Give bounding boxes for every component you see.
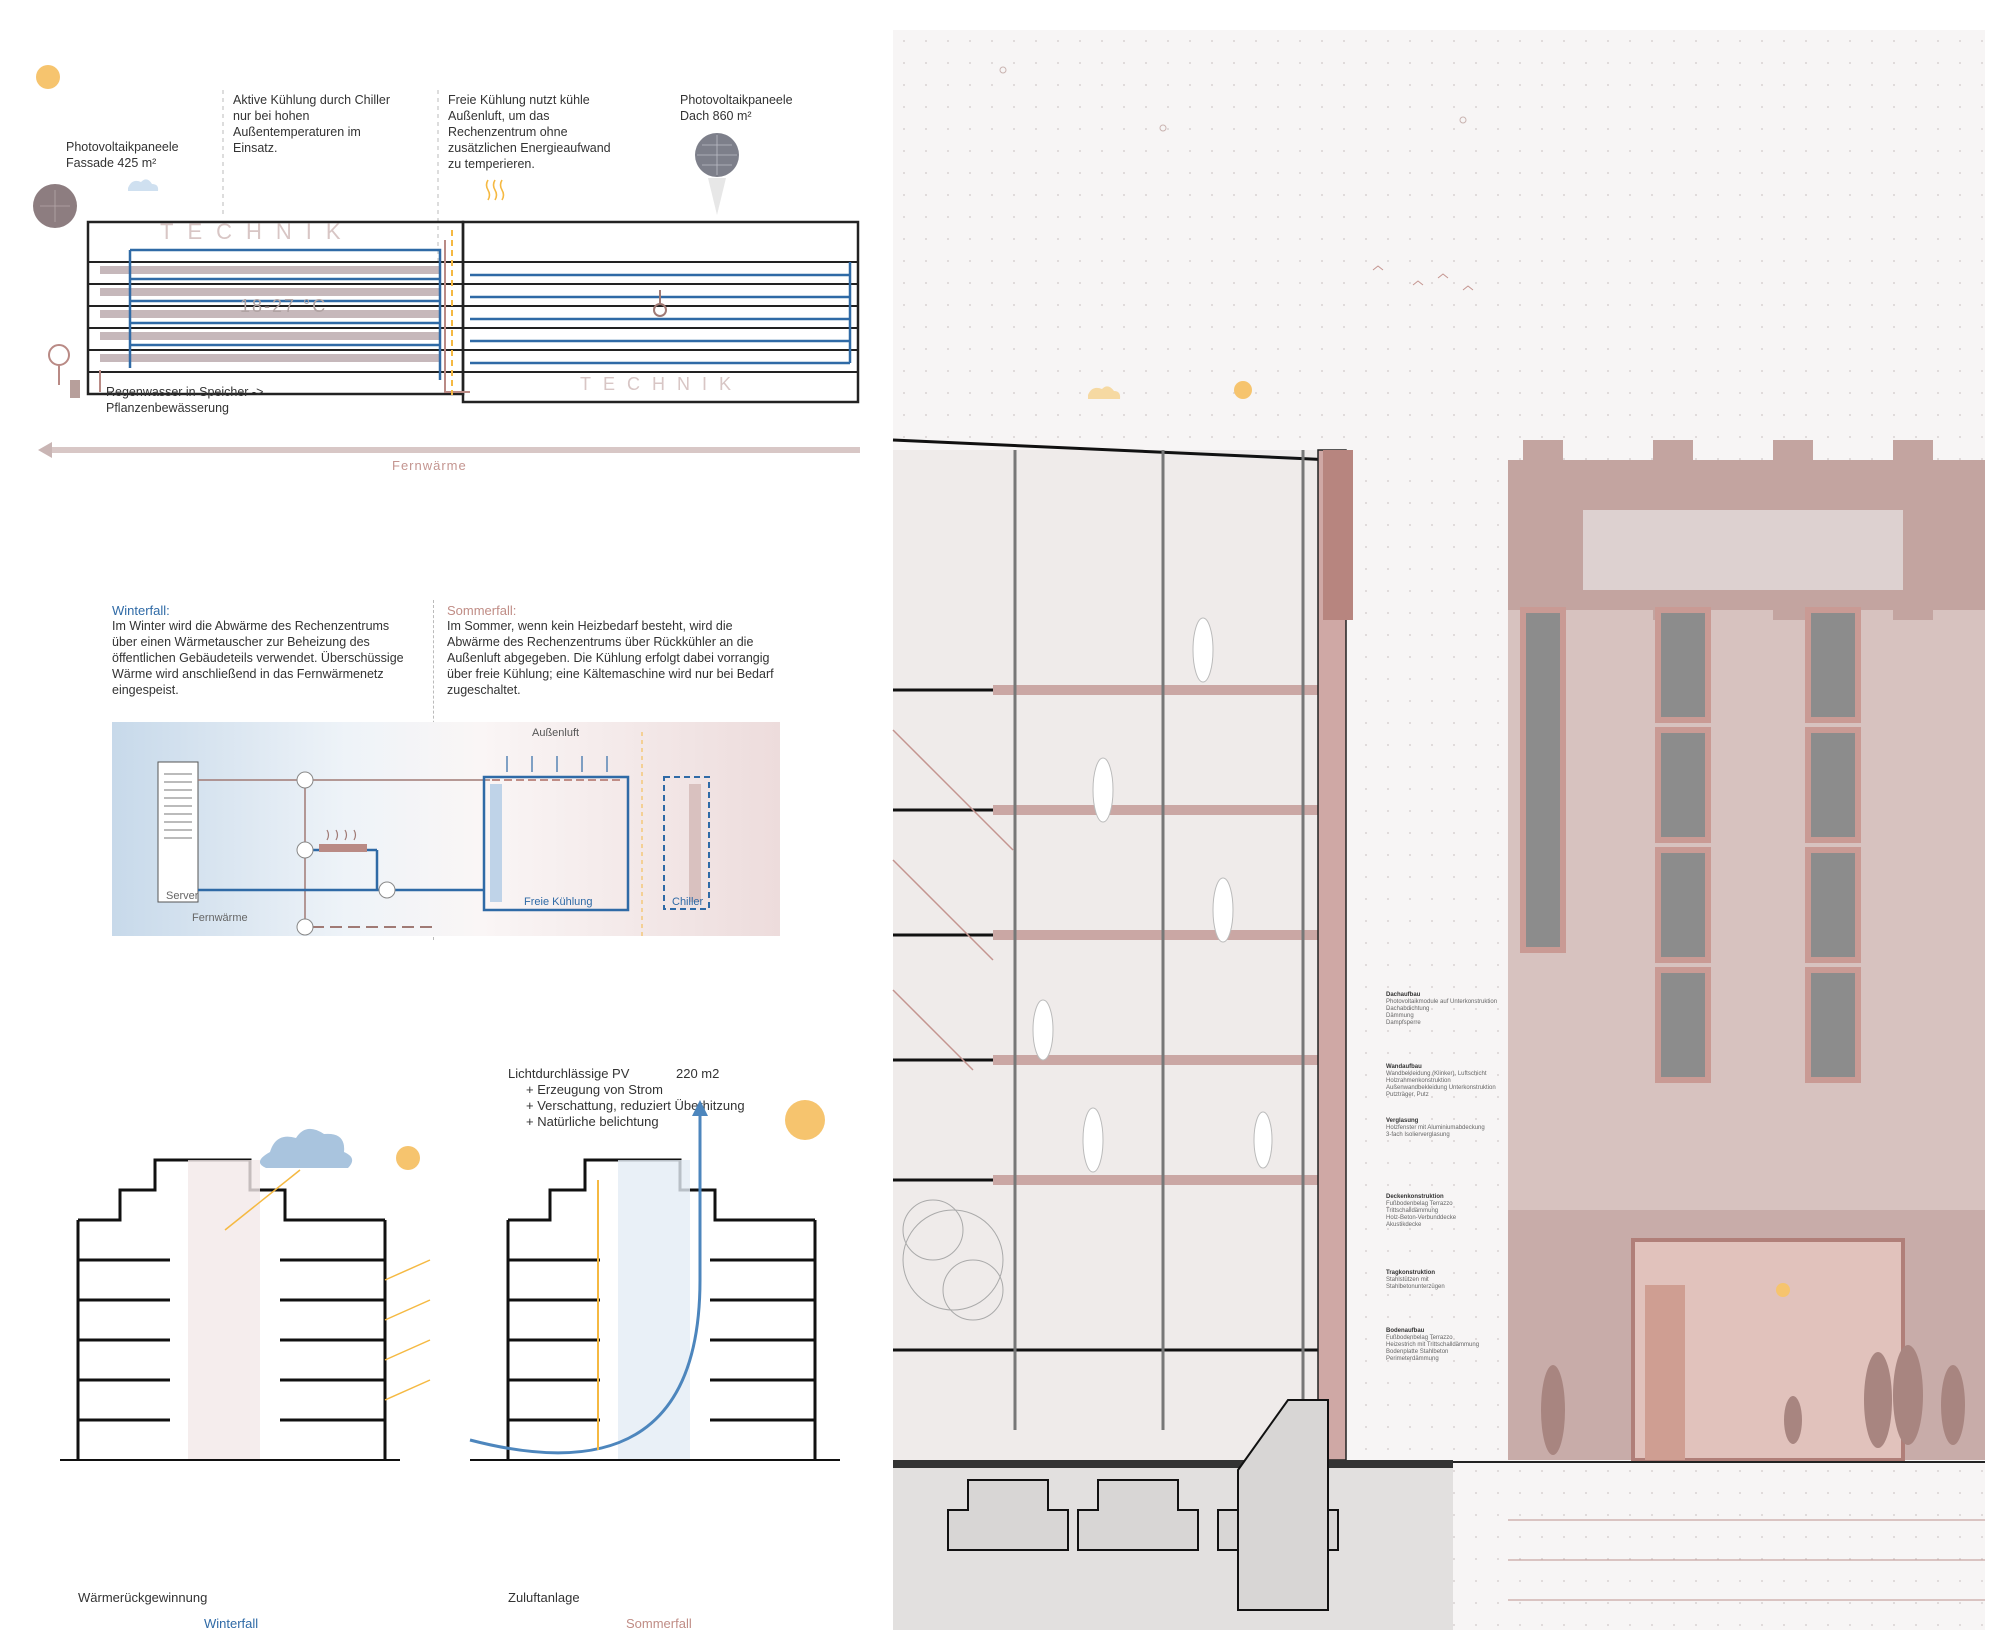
annotation-wandaufbau: Wandaufbau Wandbekleidung (Klinker), Luf…	[1386, 1064, 1496, 1098]
pv-area: 220 m2	[676, 1066, 720, 1081]
schema-fernwaerme-label: Fernwärme	[192, 912, 248, 924]
chiller-note: Aktive Kühlung durch Chiller nur bei hoh…	[233, 93, 391, 155]
section-elevation-panel	[892, 30, 1985, 1630]
case-summer-label: Sommerfall	[626, 1616, 692, 1631]
schema-drawing	[157, 732, 710, 936]
pv-fassade-label: Photovoltaikpaneele Fassade 425 m²	[66, 140, 179, 170]
top-diagram: Photovoltaikpaneele Fassade 425 m² Aktiv…	[0, 0, 880, 480]
summer-body: Im Sommer, wenn kein Heizbedarf besteht,…	[447, 619, 774, 697]
section-drawing	[892, 66, 1985, 1630]
freie-kuehlung-label: Freie Kühlung	[524, 896, 593, 908]
winter-title: Winterfall:	[112, 603, 170, 618]
free-cooling-note: Freie Kühlung nutzt kühle Außenluft, um …	[448, 93, 611, 171]
construction-annotations: Dachaufbau Photovoltaikmodule auf Unterk…	[1386, 992, 1506, 1412]
pv-points: + Erzeugung von Strom + Verschattung, re…	[526, 1082, 745, 1129]
technik-label-bottom: TECHNIK	[580, 374, 744, 394]
thermometer-icon	[653, 290, 667, 317]
fernwaerme-label: Fernwärme	[392, 458, 467, 473]
annotation-verglasung: Verglasung Holzfenster mit Aluminiumabde…	[1386, 1118, 1485, 1138]
climate-sections-drawing	[60, 1100, 840, 1461]
temperature-label: 18-27 °C	[240, 296, 328, 316]
annotation-deckenkonstruktion: Deckenkonstruktion Fußbodenbelag Terrazz…	[1386, 1194, 1457, 1228]
chiller-label: Chiller	[672, 896, 704, 908]
sun-icon	[36, 65, 60, 89]
cloud-icon	[128, 179, 159, 191]
rainwater-label: Regenwasser in Speicher -> Pflanzenbewäs…	[106, 385, 264, 415]
schema-panel: Server Fernwärme Außenluft Freie Kühlung…	[112, 722, 780, 936]
pv-dach-label: Photovoltaikpaneele Dach 860 m²	[680, 93, 793, 123]
server-label: Server	[166, 890, 199, 902]
annotation-dachaufbau: Dachaufbau Photovoltaikmodule auf Unterk…	[1386, 992, 1498, 1026]
annotation-tragkonstruktion: Tragkonstruktion Stahlstützen mit Stahlb…	[1386, 1270, 1445, 1290]
summer-title: Sommerfall:	[447, 603, 517, 618]
pv-text: Lichtdurchlässige PV 220 m2 + Erzeugung …	[508, 1066, 828, 1136]
sun-icon	[396, 1146, 420, 1170]
technik-label-top: TECHNIK	[160, 219, 355, 244]
aussenluft-label: Außenluft	[532, 727, 580, 739]
cloud-icon	[259, 1128, 353, 1168]
top-section-drawing	[33, 65, 860, 458]
winter-body: Im Winter wird die Abwärme des Rechenzen…	[112, 619, 404, 697]
annotation-bodenaufbau: Bodenaufbau Fußbodenbelag Terrazzo Heize…	[1386, 1328, 1480, 1362]
case-winter-label: Winterfall	[204, 1616, 259, 1631]
plant-icon	[48, 344, 70, 385]
pv-title: Lichtdurchlässige PV	[508, 1066, 630, 1081]
sun-icon	[785, 1100, 825, 1140]
label-zuluftanlage: Zuluftanlage	[508, 1590, 580, 1605]
label-waermerueckgewinnung: Wärmerückgewinnung	[78, 1590, 208, 1605]
